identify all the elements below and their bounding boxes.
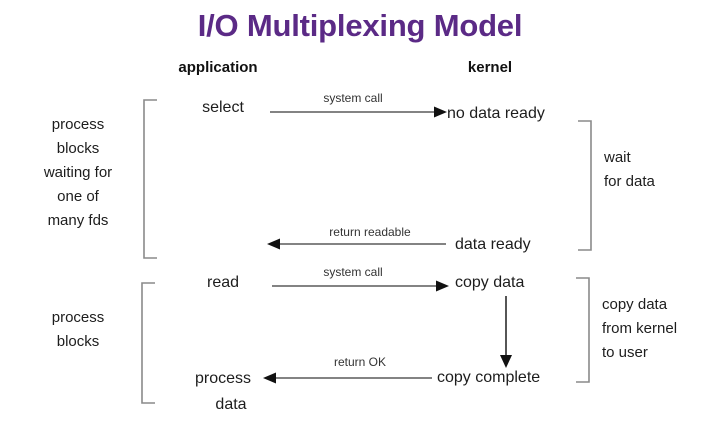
phase2-return-ok-arrow	[263, 372, 432, 384]
phase1-left-label-line-3: one of	[57, 188, 99, 205]
phase1-right-bracket	[578, 120, 592, 251]
phase1-right-label-line-1: for data	[604, 173, 655, 190]
phase2-copy-down-arrow	[500, 296, 512, 368]
column-header-kernel: kernel	[467, 59, 513, 76]
phase2-system-call-label: system call	[323, 265, 383, 279]
phase2-kernel-state-copy-data: copy data	[455, 274, 525, 291]
phase1-left-label-line-4: many fds	[47, 212, 109, 229]
phase2-right-label-line-1: from kernel	[602, 320, 678, 337]
phase2-kernel-state-copy-complete: copy complete	[437, 369, 541, 386]
phase1-app-call: select	[202, 99, 244, 116]
phase2-left-bracket	[141, 282, 155, 404]
phase1-kernel-state-data-ready: data ready	[455, 236, 531, 253]
phase2-right-bracket	[576, 277, 590, 383]
phase2-left-label-line-1: blocks	[56, 333, 100, 350]
phase1-kernel-state-no-data-ready: no data ready	[447, 105, 545, 122]
phase1-return-readable-label: return readable	[329, 225, 411, 239]
phase1-left-bracket	[143, 99, 157, 259]
phase2-app-call: read	[206, 274, 240, 291]
page-title: I/O Multiplexing Model	[197, 8, 523, 43]
phase2-right-label-line-0: copy data	[602, 296, 668, 313]
phase2-app-result-line-0: process	[194, 370, 252, 387]
phase1-left-label-line-0: process	[51, 116, 105, 133]
phase2-left-label-line-0: process	[51, 309, 105, 326]
phase2-app-result-line-1: data	[215, 396, 247, 413]
phase1-right-label-line-0: wait	[604, 149, 631, 166]
phase1-return-readable-arrow	[267, 238, 446, 250]
phase1-left-label-line-2: waiting for	[43, 164, 113, 181]
phase1-left-label-line-1: blocks	[56, 140, 100, 157]
phase2-system-call-arrow	[272, 280, 449, 292]
column-header-application: application	[178, 59, 258, 76]
phase1-system-call-label: system call	[323, 91, 383, 105]
phase2-right-label-line-2: to user	[602, 344, 648, 361]
phase1-system-call-arrow	[270, 106, 447, 118]
phase2-return-ok-label: return OK	[333, 355, 387, 369]
